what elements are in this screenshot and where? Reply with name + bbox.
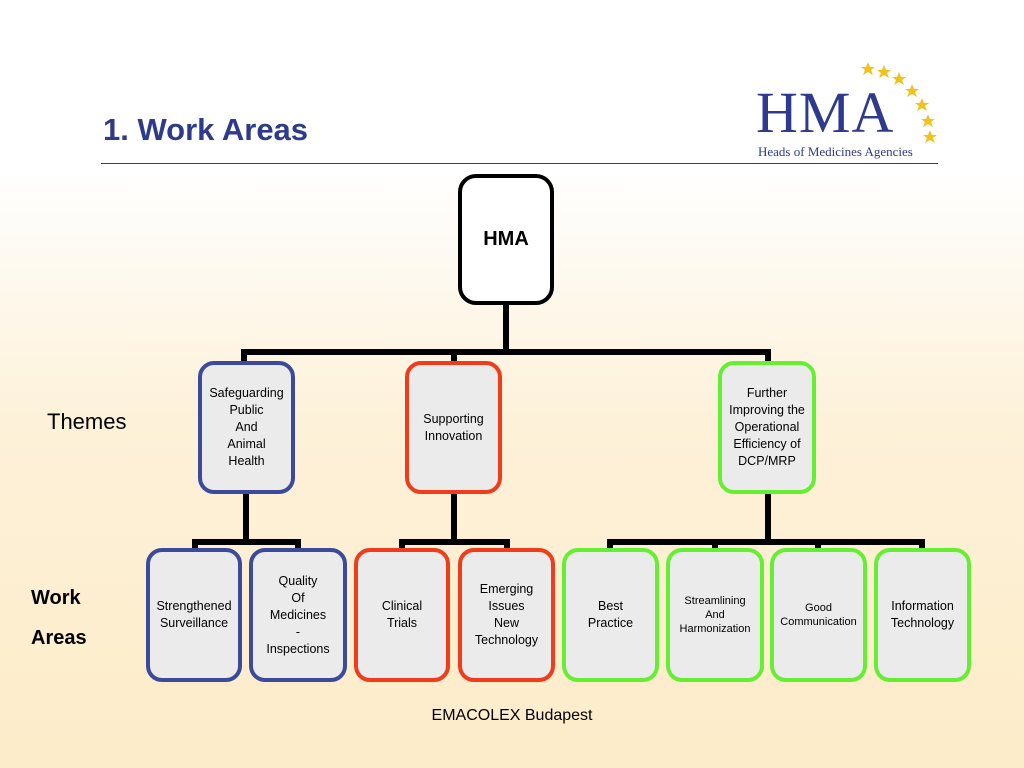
footer-text: EMACOLEX Budapest <box>431 707 593 724</box>
work-area-best-practice: Best Practice <box>562 548 659 682</box>
theme-node-innovation: Supporting Innovation <box>405 361 502 494</box>
work-area-emerging-issues: Emerging Issues New Technology <box>458 548 555 682</box>
slide-title: 1. Work Areas <box>103 112 309 147</box>
theme-node-public-health: Safeguarding Public And Animal Health <box>198 361 295 494</box>
work-area-clinical-trials: Clinical Trials <box>354 548 450 682</box>
theme-node-efficiency: Further Improving the Operational Effici… <box>718 361 816 494</box>
work-area-information-technology: Information Technology <box>874 548 971 682</box>
star-arc-icon <box>861 62 937 143</box>
work-area-quality-inspections: Quality Of Medicines - Inspections <box>249 548 347 682</box>
themes-label: Themes <box>47 409 127 434</box>
work-area-communication: Good Communication <box>770 548 867 682</box>
work-area-streamlining: Streamlining And Harmonization <box>666 548 764 682</box>
hma-logo: HMA Heads of Medicines Agencies <box>752 56 952 166</box>
title-rule <box>101 163 938 164</box>
root-node-hma: HMA <box>458 174 554 305</box>
areas-label: Areas <box>31 627 87 649</box>
logo-subtitle: Heads of Medicines Agencies <box>758 144 913 159</box>
logo-text: HMA <box>756 80 895 145</box>
work-area-surveillance: Strengthened Surveillance <box>146 548 242 682</box>
work-label: Work <box>31 587 81 609</box>
